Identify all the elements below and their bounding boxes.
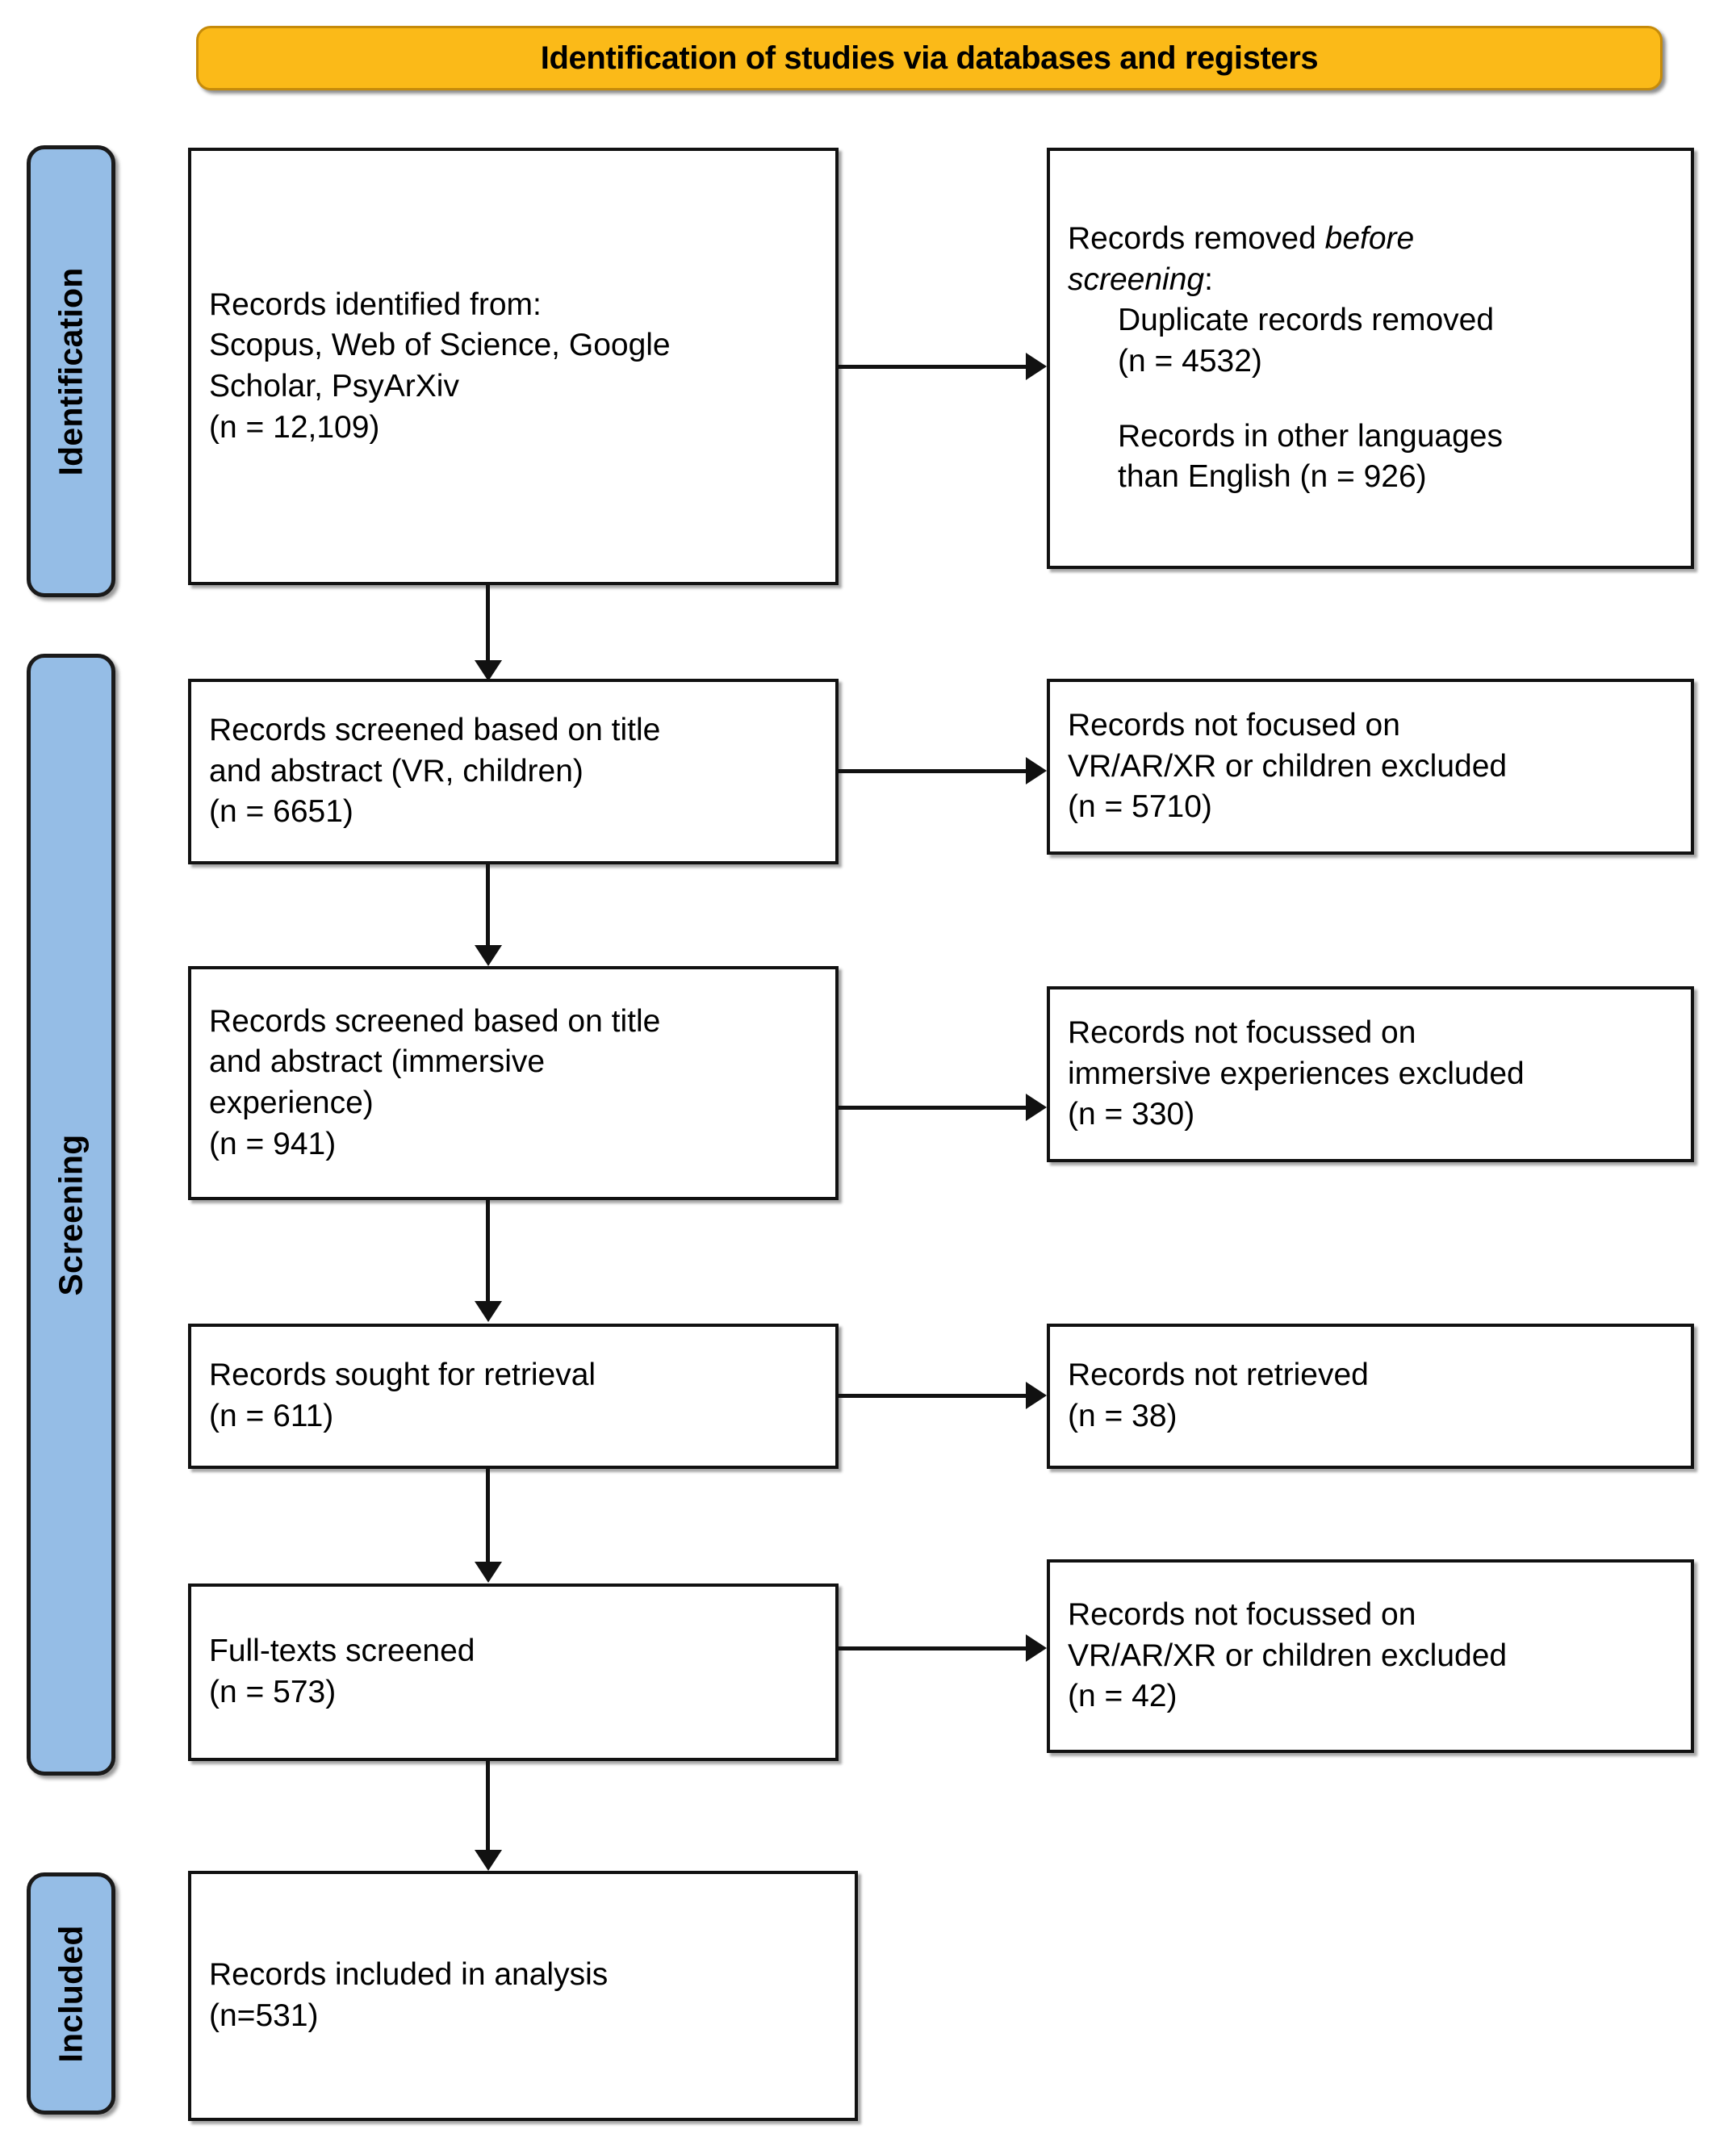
removed-sub2-line2: than English (n = 926) (1118, 459, 1427, 495)
connector-screened-immersive-to-sought (486, 1200, 490, 1301)
stage-pill-identification: Identification (27, 145, 115, 597)
removed-line2-tail: : (1204, 261, 1213, 297)
box-records-screened-immersive: Records screened based on title and abst… (188, 966, 839, 1200)
not-retrieved-line1: Records not retrieved (1068, 1358, 1369, 1393)
arrowhead-screened-vr-to-screened-immersive (475, 945, 502, 966)
arrowhead-sought-to-not-retrieved (1026, 1382, 1047, 1409)
arrowhead-identified-to-removed (1026, 353, 1047, 380)
included-line1: Records included in analysis (209, 1957, 609, 1993)
removed-line2-italic: screening (1068, 261, 1205, 297)
screened-vr-line2: and abstract (VR, children) (209, 753, 584, 789)
box-excluded-full-text-text: Records not focussed on VR/AR/XR or chil… (1050, 1595, 1691, 1717)
box-records-sought-retrieval: Records sought for retrieval (n = 611) (188, 1324, 839, 1469)
box-records-not-retrieved: Records not retrieved (n = 38) (1047, 1324, 1694, 1469)
included-count: (n=531) (209, 1998, 319, 2033)
arrowhead-full-texts-to-included (475, 1850, 502, 1871)
removed-line1-italic: before (1324, 220, 1415, 256)
page-title: Identification of studies via databases … (540, 40, 1319, 76)
box-records-removed-before-screening: Records removed before screening: Duplic… (1047, 148, 1694, 569)
excluded-immersive-line1: Records not focussed on (1068, 1015, 1416, 1050)
identified-count: (n = 12,109) (209, 409, 380, 445)
box-records-screened-vr: Records screened based on title and abst… (188, 679, 839, 864)
removed-spacer (1068, 383, 1673, 416)
box-records-included-in-analysis: Records included in analysis (n=531) (188, 1871, 858, 2121)
connector-full-texts-to-included (486, 1761, 490, 1850)
full-texts-count: (n = 573) (209, 1675, 337, 1709)
identified-line1: Records identified from: (209, 287, 542, 322)
box-records-screened-immersive-text: Records screened based on title and abst… (191, 1002, 835, 1165)
excluded-immersive-line2: immersive experiences excluded (1068, 1056, 1525, 1091)
excluded-vr-line2: VR/AR/XR or children excluded (1068, 748, 1508, 784)
box-records-screened-vr-text: Records screened based on title and abst… (191, 710, 835, 833)
screened-immersive-line3: experience) (209, 1086, 374, 1120)
connector-screened-immersive-to-excluded-immersive (839, 1106, 1026, 1110)
connector-full-texts-to-excluded (839, 1646, 1026, 1650)
screened-immersive-line1: Records screened based on title (209, 1003, 661, 1039)
box-records-removed-text: Records removed before screening: Duplic… (1050, 219, 1691, 498)
sought-line1: Records sought for retrieval (209, 1358, 596, 1393)
screened-vr-count: (n = 6651) (209, 794, 353, 830)
connector-identified-to-screened-vr (486, 585, 490, 660)
connector-sought-to-full-texts (486, 1469, 490, 1562)
sought-count: (n = 611) (209, 1399, 334, 1433)
header-banner: Identification of studies via databases … (196, 26, 1663, 90)
removed-line1: Records removed (1068, 220, 1325, 256)
box-excluded-immersive-text: Records not focussed on immersive experi… (1050, 1013, 1691, 1136)
box-excluded-vr-children-text: Records not focused on VR/AR/XR or child… (1050, 705, 1691, 828)
box-records-identified-text: Records identified from: Scopus, Web of … (191, 285, 835, 449)
connector-identified-to-removed (839, 365, 1026, 369)
removed-sub1-line1: Duplicate records removed (1118, 303, 1495, 338)
box-records-sought-retrieval-text: Records sought for retrieval (n = 611) (191, 1355, 835, 1437)
box-excluded-full-text: Records not focussed on VR/AR/XR or chil… (1047, 1559, 1694, 1753)
arrowhead-full-texts-to-excluded (1026, 1634, 1047, 1662)
screened-immersive-line2: and abstract (immersive (209, 1044, 546, 1080)
box-excluded-vr-children: Records not focused on VR/AR/XR or child… (1047, 679, 1694, 855)
box-records-identified: Records identified from: Scopus, Web of … (188, 148, 839, 585)
arrowhead-screened-immersive-to-sought (475, 1301, 502, 1322)
full-texts-line1: Full-texts screened (209, 1634, 475, 1669)
not-retrieved-count: (n = 38) (1068, 1399, 1178, 1433)
stage-label-identification: Identification (52, 267, 90, 475)
removed-sub1-count: (n = 4532) (1118, 344, 1262, 379)
arrowhead-sought-to-full-texts (475, 1562, 502, 1583)
box-full-texts-screened-text: Full-texts screened (n = 573) (191, 1631, 835, 1713)
identified-line2: Scopus, Web of Science, Google (209, 328, 671, 363)
excluded-full-text-line1: Records not focussed on (1068, 1596, 1416, 1632)
excluded-vr-count: (n = 5710) (1068, 789, 1212, 825)
box-records-not-retrieved-text: Records not retrieved (n = 38) (1050, 1355, 1691, 1437)
connector-screened-vr-to-excluded-vr (839, 769, 1026, 773)
stage-label-screening: Screening (52, 1133, 90, 1296)
connector-screened-vr-to-screened-immersive (486, 864, 490, 945)
excluded-full-text-count: (n = 42) (1068, 1679, 1178, 1714)
screened-immersive-count: (n = 941) (209, 1126, 337, 1161)
connector-sought-to-not-retrieved (839, 1394, 1026, 1398)
stage-label-included: Included (52, 1924, 90, 2063)
box-records-included-in-analysis-text: Records included in analysis (n=531) (191, 1955, 855, 2036)
excluded-full-text-line2: VR/AR/XR or children excluded (1068, 1638, 1508, 1673)
excluded-immersive-count: (n = 330) (1068, 1097, 1195, 1132)
arrowhead-identified-to-screened-vr (475, 660, 502, 681)
removed-sub2-line1: Records in other languages (1118, 418, 1503, 454)
identified-line3: Scholar, PsyArXiv (209, 369, 459, 404)
arrowhead-screened-vr-to-excluded-vr (1026, 757, 1047, 784)
stage-pill-screening: Screening (27, 654, 115, 1776)
arrowhead-screened-immersive-to-excluded-immersive (1026, 1094, 1047, 1121)
box-excluded-immersive: Records not focussed on immersive experi… (1047, 986, 1694, 1162)
screened-vr-line1: Records screened based on title (209, 712, 661, 747)
stage-pill-included: Included (27, 1872, 115, 2115)
excluded-vr-line1: Records not focused on (1068, 707, 1400, 743)
box-full-texts-screened: Full-texts screened (n = 573) (188, 1583, 839, 1761)
